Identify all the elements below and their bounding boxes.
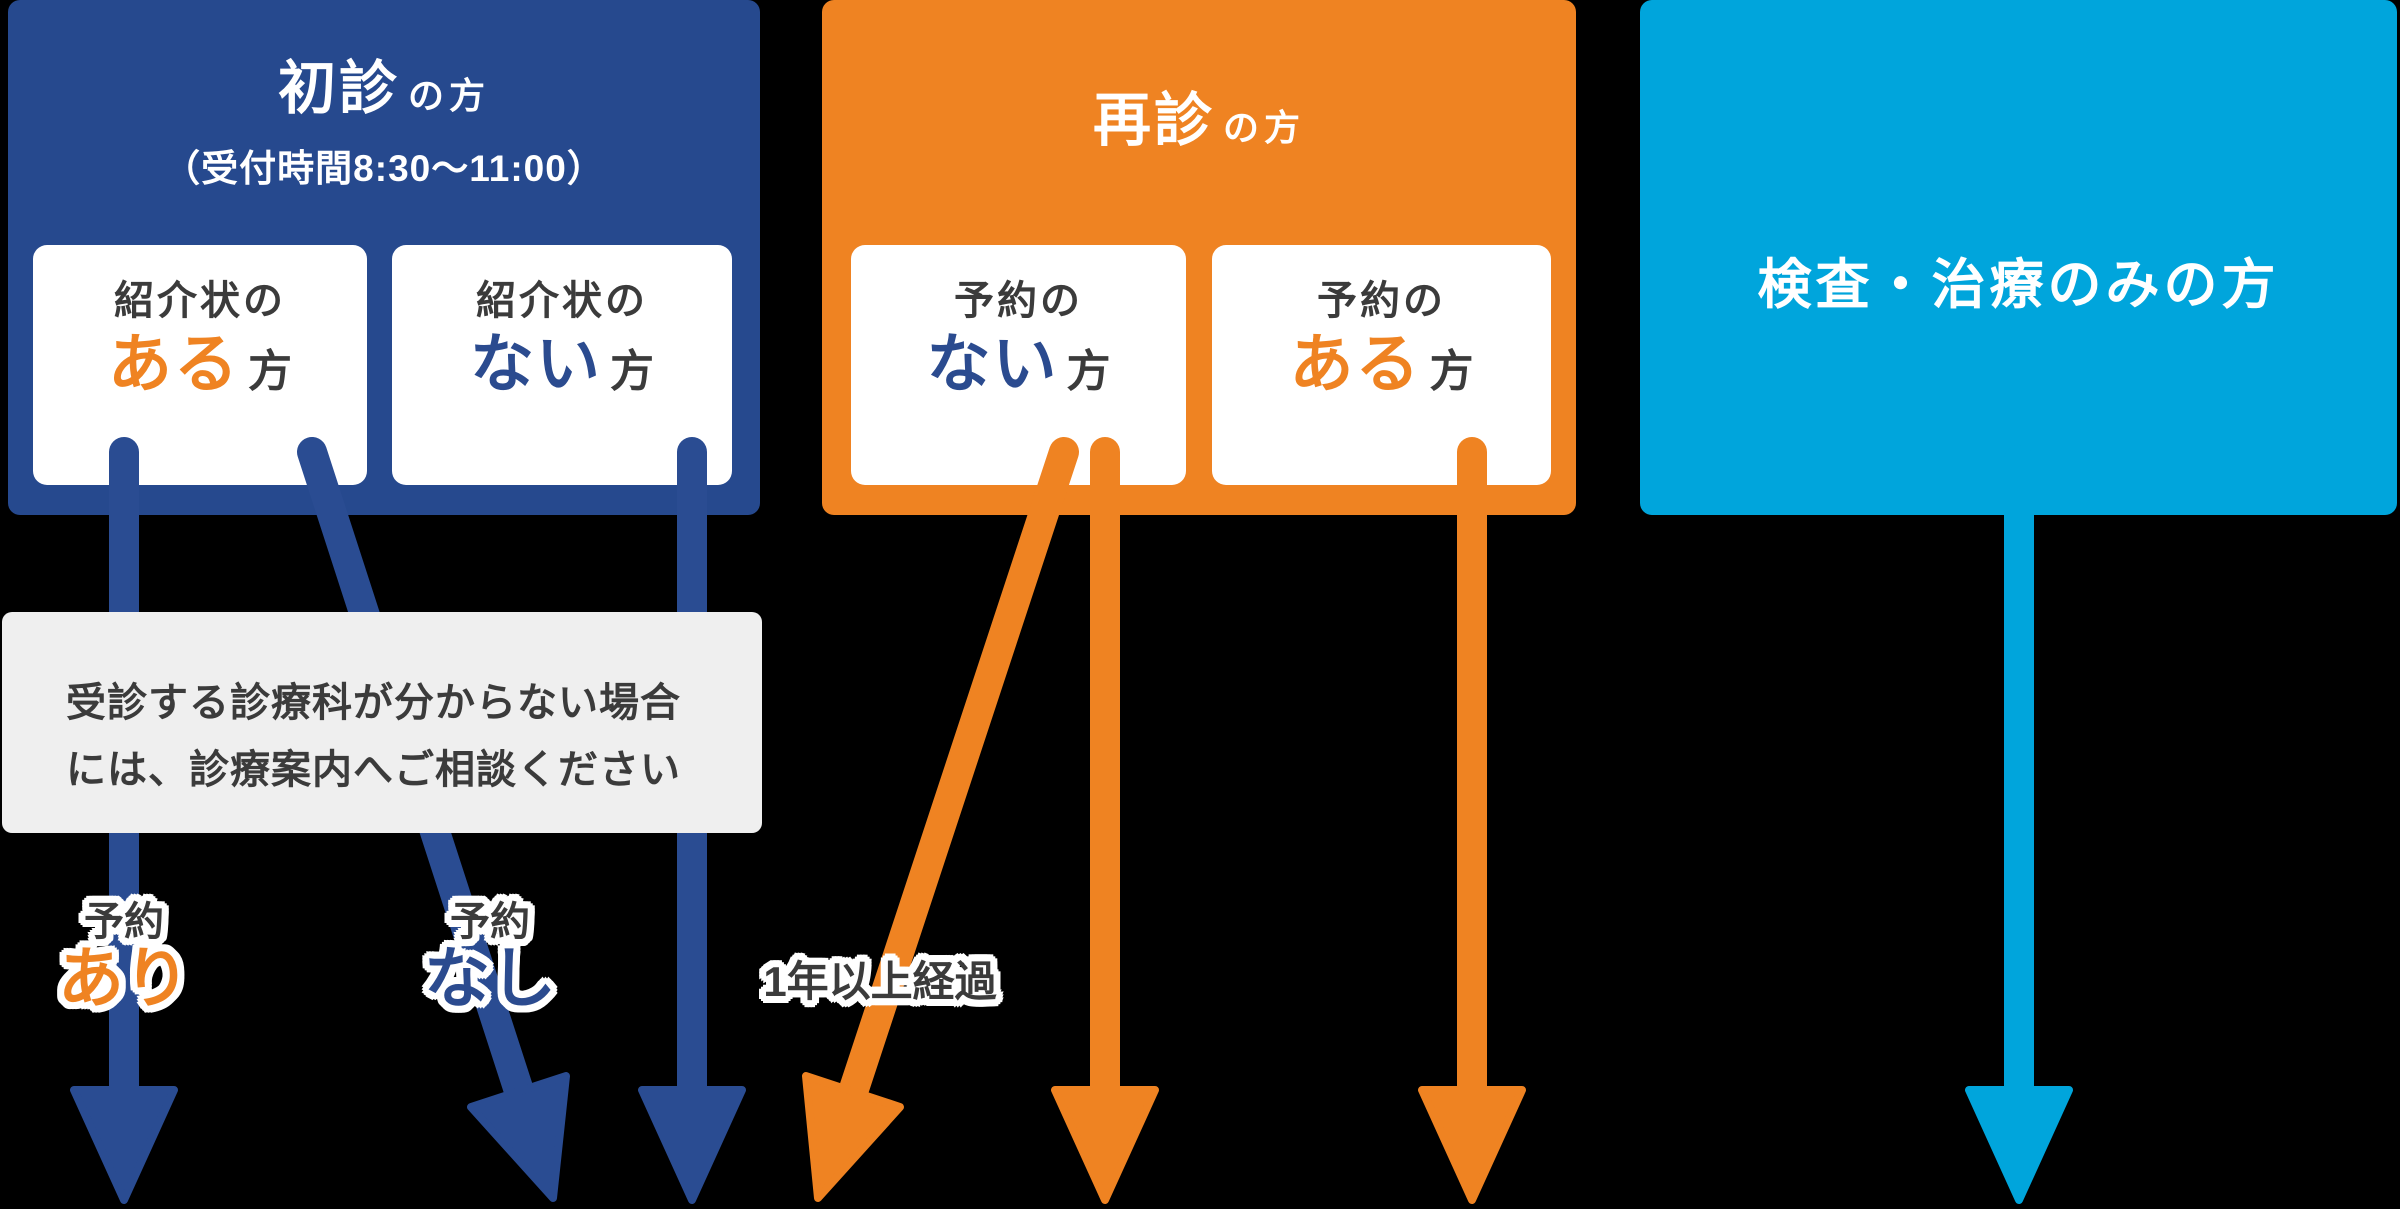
card-referral-no: 紹介状の ない方 (392, 245, 732, 485)
card-referral-yes-word: ある (108, 328, 240, 400)
label-reservation-no: 予約 なし (424, 900, 556, 1013)
card-reservation-yes: 予約の ある方 (1212, 245, 1551, 485)
card-referral-no-suffix: 方 (610, 347, 654, 396)
arrow-reservation-yes-down (1418, 437, 1526, 1204)
card-reservation-yes-line1: 予約の (1317, 279, 1446, 323)
panel-first-visit-title-suffix: の方 (408, 75, 491, 116)
card-referral-no-line1: 紹介状の (476, 279, 648, 323)
label-reservation-yes-top: 予約 (84, 900, 164, 944)
note-line-2: には、診療案内へご相談ください (66, 748, 681, 792)
panel-revisit-title: 再診の方 (822, 92, 1576, 151)
arrow-reservation-no-down (1051, 437, 1159, 1204)
label-reservation-yes: 予約 あり (58, 900, 190, 1013)
panel-exam-only-title: 検査・治療のみの方 (1757, 255, 2280, 315)
label-over-one-year-text: 1年以上経過 (763, 958, 997, 1005)
note-line-1: 受診する診療科が分からない場合 (66, 681, 681, 725)
card-reservation-yes-word-row: ある方 (1212, 328, 1551, 400)
panel-revisit-title-main: 再診 (1092, 88, 1215, 153)
label-reservation-no-main: なし (424, 941, 556, 1015)
card-reservation-yes-word: ある (1289, 328, 1422, 400)
card-referral-yes: 紹介状の ある方 (33, 245, 367, 485)
label-reservation-yes-main: あり (58, 941, 190, 1015)
arrow-exam-only-down (1965, 445, 2073, 1204)
card-referral-yes-suffix: 方 (248, 347, 292, 396)
card-reservation-yes-suffix: 方 (1429, 347, 1474, 396)
card-referral-yes-line1: 紹介状の (114, 279, 286, 323)
card-referral-no-word-row: ない方 (392, 328, 732, 400)
panel-first-visit-subtitle: （受付時間8:30〜11:00） (163, 148, 605, 189)
label-over-one-year: 1年以上経過 (763, 948, 996, 1009)
card-referral-yes-word-row: ある方 (33, 328, 367, 400)
card-reservation-no-suffix: 方 (1066, 347, 1111, 396)
label-reservation-no-top: 予約 (450, 900, 530, 944)
card-reservation-no: 予約の ない方 (851, 245, 1186, 485)
panel-exam-only: 検査・治療のみの方 (1640, 0, 2397, 515)
panel-revisit-title-suffix: の方 (1223, 107, 1306, 148)
note-box: 受診する診療科が分からない場合 には、診療案内へご相談ください (2, 612, 762, 833)
card-reservation-no-line1: 予約の (954, 279, 1083, 323)
panel-first-visit-title: 初診の方 (8, 60, 760, 119)
panel-first-visit-title-main: 初診 (277, 56, 400, 121)
card-referral-no-word: ない (470, 328, 602, 400)
card-reservation-no-word-row: ない方 (851, 328, 1186, 400)
card-reservation-no-word: ない (926, 328, 1059, 400)
arrow-reservation-no-diagonal (802, 437, 1079, 1202)
